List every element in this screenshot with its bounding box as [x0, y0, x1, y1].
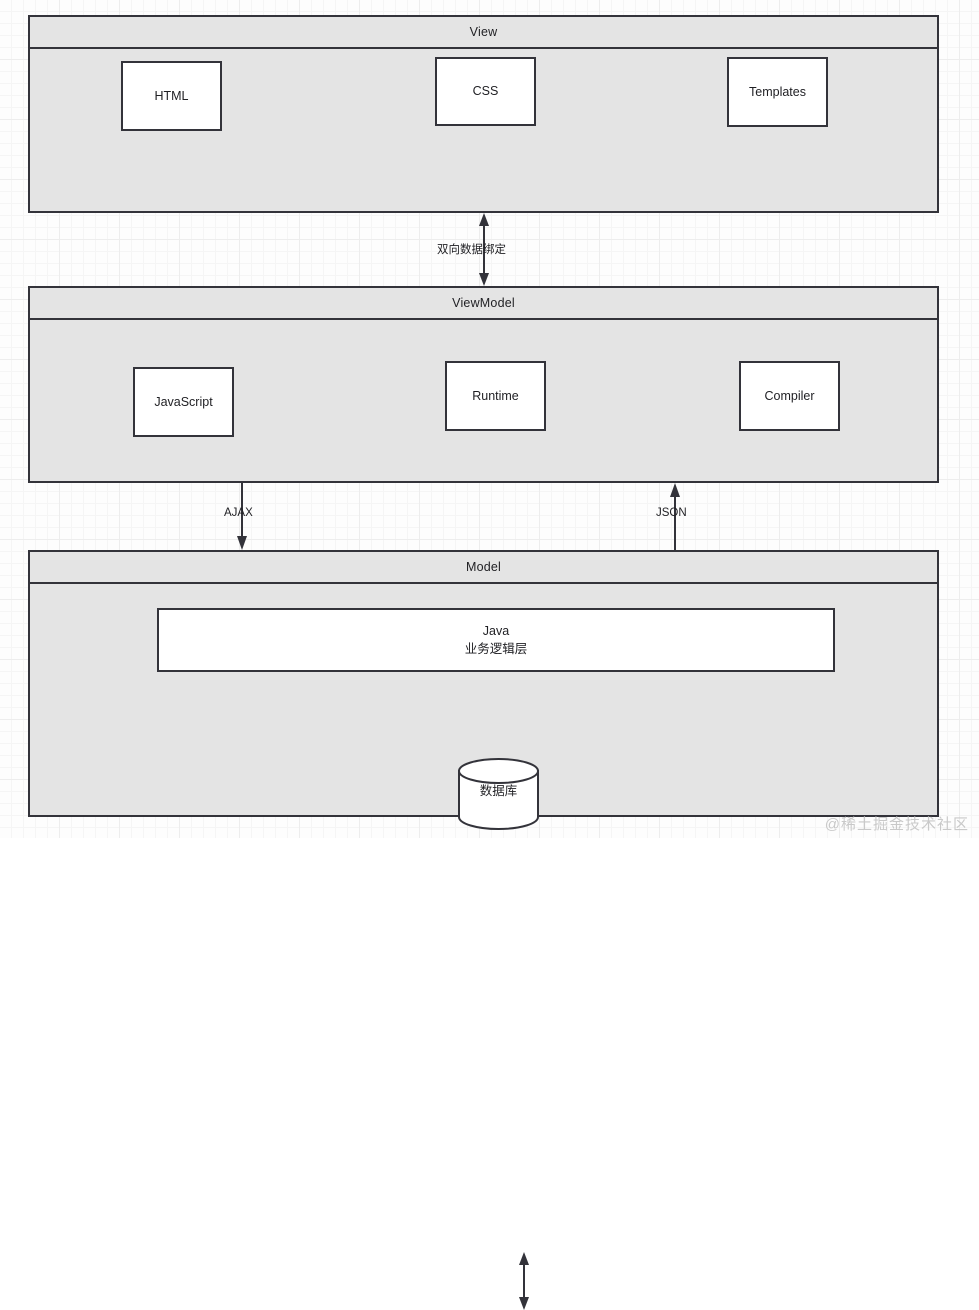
layer-model-body: Java 业务逻辑层 数据库: [30, 584, 937, 1310]
node-java-label-line1: Java: [482, 623, 510, 638]
node-java-business-logic[interactable]: Java 业务逻辑层: [157, 608, 835, 672]
connector-ajax-label: AJAX: [224, 507, 253, 519]
layer-view[interactable]: View HTML CSS Templates: [28, 15, 939, 213]
connector-two-way-binding[interactable]: [468, 213, 500, 286]
connector-json[interactable]: [661, 483, 689, 550]
layer-view-body: HTML CSS Templates: [30, 49, 937, 211]
layer-viewmodel-body: JavaScript Runtime Compiler: [30, 320, 937, 481]
layer-model-title: Model: [30, 552, 937, 584]
node-runtime[interactable]: Runtime: [445, 361, 546, 431]
node-html[interactable]: HTML: [121, 61, 222, 131]
layer-viewmodel-title: ViewModel: [30, 288, 937, 320]
node-compiler[interactable]: Compiler: [739, 361, 840, 431]
layer-viewmodel[interactable]: ViewModel JavaScript Runtime Compiler: [28, 286, 939, 483]
node-templates[interactable]: Templates: [727, 57, 828, 127]
layer-model[interactable]: Model Java 业务逻辑层 数据库: [28, 550, 939, 1310]
node-database[interactable]: 数据库: [457, 758, 540, 830]
connector-ajax[interactable]: [228, 483, 256, 550]
connector-json-label: JSON: [656, 507, 687, 519]
node-css[interactable]: CSS: [435, 57, 536, 126]
watermark: @稀土掘金技术社区: [824, 816, 969, 833]
node-database-label: 数据库: [479, 784, 518, 798]
layer-view-title: View: [30, 17, 937, 49]
database-cylinder-icon: [458, 758, 539, 830]
node-java-label-line2: 业务逻辑层: [464, 642, 528, 656]
node-javascript[interactable]: JavaScript: [133, 367, 234, 437]
connector-database[interactable]: [510, 1252, 538, 1310]
connector-two-way-binding-label: 双向数据绑定: [437, 244, 506, 256]
